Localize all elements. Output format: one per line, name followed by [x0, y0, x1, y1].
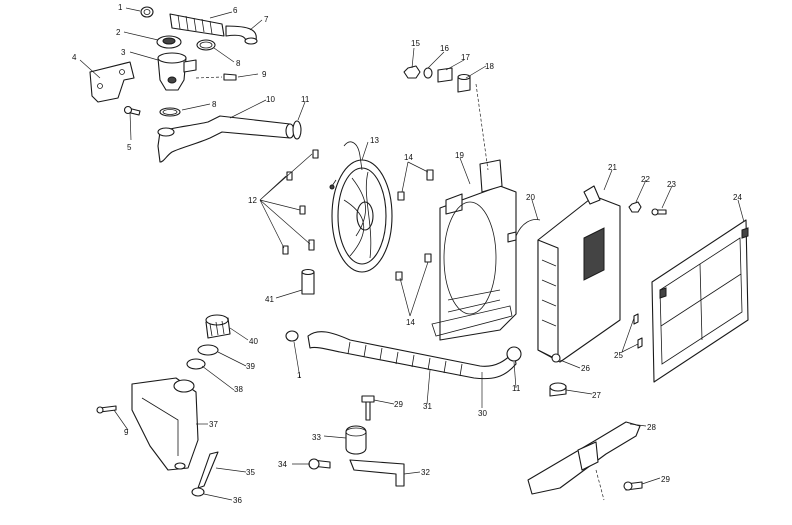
callout-14-lower: 14 [406, 318, 415, 327]
callout-37: 37 [209, 420, 218, 429]
callout-18: 18 [485, 62, 494, 71]
fan-shroud-part-19 [431, 159, 517, 341]
callout-1-lower: 1 [297, 371, 302, 380]
callout-19: 19 [455, 151, 464, 160]
filler-neck-part-38 [186, 358, 206, 370]
callout-6: 6 [233, 6, 238, 15]
alignment-line-support [595, 469, 605, 501]
callout-15: 15 [411, 39, 420, 48]
drain-plug-part-26 [551, 353, 561, 363]
callout-34: 34 [278, 460, 287, 469]
callout-8-upper: 8 [236, 59, 241, 68]
bolt-part-29-lower [623, 481, 643, 491]
screw-part-23 [651, 208, 667, 216]
callout-9-lower: 9 [124, 428, 129, 437]
hose-clamp-part-1 [140, 6, 154, 18]
callout-numbers: 1 2 3 4 5 6 7 8 8 9 10 11 12 13 14 14 15… [72, 3, 742, 505]
callout-29-upper: 29 [394, 400, 403, 409]
hose-clamp-part-11-lower [506, 346, 522, 362]
callout-14-upper: 14 [404, 153, 413, 162]
screw-part-9-lower [96, 405, 117, 414]
callout-5: 5 [127, 143, 132, 152]
callout-33: 33 [312, 433, 321, 442]
hose-clamp-part-8-upper [196, 39, 216, 51]
cooling-fan-part-13 [329, 141, 393, 273]
thermostat-cap-part-2 [156, 35, 182, 49]
mounting-bracket-part-4 [89, 61, 135, 103]
callout-1-upper: 1 [118, 3, 123, 12]
radiator-screen-part-24 [651, 219, 749, 383]
callout-24: 24 [733, 193, 742, 202]
radiator-support-part-28 [527, 421, 641, 495]
callout-25: 25 [614, 351, 623, 360]
gasket-part-39 [197, 344, 219, 356]
callout-35: 35 [246, 468, 255, 477]
hose-clamp-part-11-upper [292, 120, 302, 140]
hose-clamp-part-36 [191, 487, 205, 497]
outlet-hose-part-10 [157, 115, 295, 163]
callout-11-lower: 11 [512, 384, 521, 393]
callout-12: 12 [248, 196, 257, 205]
bolt-part-5 [123, 105, 141, 116]
callout-39: 39 [246, 362, 255, 371]
screen-clips-part-25 [633, 313, 643, 349]
callout-9-upper: 9 [262, 70, 267, 79]
hose-clamp-part-1-lower [285, 330, 299, 342]
callout-30: 30 [478, 409, 487, 418]
callout-4: 4 [72, 53, 77, 62]
bolt-part-34 [308, 458, 331, 470]
callout-36: 36 [233, 496, 242, 505]
coolant-reservoir-part-37 [131, 377, 199, 471]
washer-part-16 [423, 67, 433, 79]
fasteners-part-12 [282, 149, 319, 255]
callout-27: 27 [592, 391, 601, 400]
radiator-part-21 [537, 185, 621, 363]
callout-26: 26 [581, 364, 590, 373]
callout-21: 21 [608, 163, 617, 172]
leader-lines [79, 7, 745, 501]
screw-part-9-upper [195, 73, 237, 81]
rubber-bushing-part-33 [345, 425, 367, 455]
callout-8-lower: 8 [212, 100, 217, 109]
callout-31: 31 [423, 402, 432, 411]
callout-2: 2 [116, 28, 121, 37]
callout-22: 22 [641, 175, 650, 184]
callout-29-lower: 29 [661, 475, 670, 484]
callout-3: 3 [121, 48, 126, 57]
corrugated-hose-part-31 [307, 331, 517, 380]
callout-20: 20 [526, 193, 535, 202]
callout-17: 17 [461, 53, 470, 62]
reservoir-cap-part-40 [205, 314, 231, 339]
hose-fitting-part-41 [301, 268, 315, 295]
callout-41: 41 [265, 295, 274, 304]
callout-13: 13 [370, 136, 379, 145]
callout-23: 23 [667, 180, 676, 189]
corrugated-hose-part-6 [169, 13, 225, 37]
nut-part-22 [628, 201, 642, 213]
drain-cap-part-27 [549, 382, 567, 397]
callout-38: 38 [234, 385, 243, 394]
bolt-part-29-upper [361, 395, 375, 421]
nut-part-15 [403, 65, 421, 79]
callout-11-upper: 11 [301, 95, 310, 104]
mounting-bracket-part-32 [349, 459, 405, 487]
callout-10: 10 [266, 95, 275, 104]
grommet-part-17 [437, 67, 453, 83]
callout-40: 40 [249, 337, 258, 346]
fan-mount-clips-part-14 [395, 169, 434, 281]
overflow-tube-part-35 [197, 451, 219, 489]
thermostat-housing-part-3 [157, 52, 197, 91]
callout-16: 16 [440, 44, 449, 53]
alignment-line-spacer [475, 83, 489, 171]
hose-clamp-part-8-lower [159, 107, 181, 117]
elbow-hose-part-7 [225, 25, 258, 45]
callout-28: 28 [647, 423, 656, 432]
callout-32: 32 [421, 468, 430, 477]
callout-7: 7 [264, 15, 269, 24]
spacer-part-18 [457, 73, 471, 93]
